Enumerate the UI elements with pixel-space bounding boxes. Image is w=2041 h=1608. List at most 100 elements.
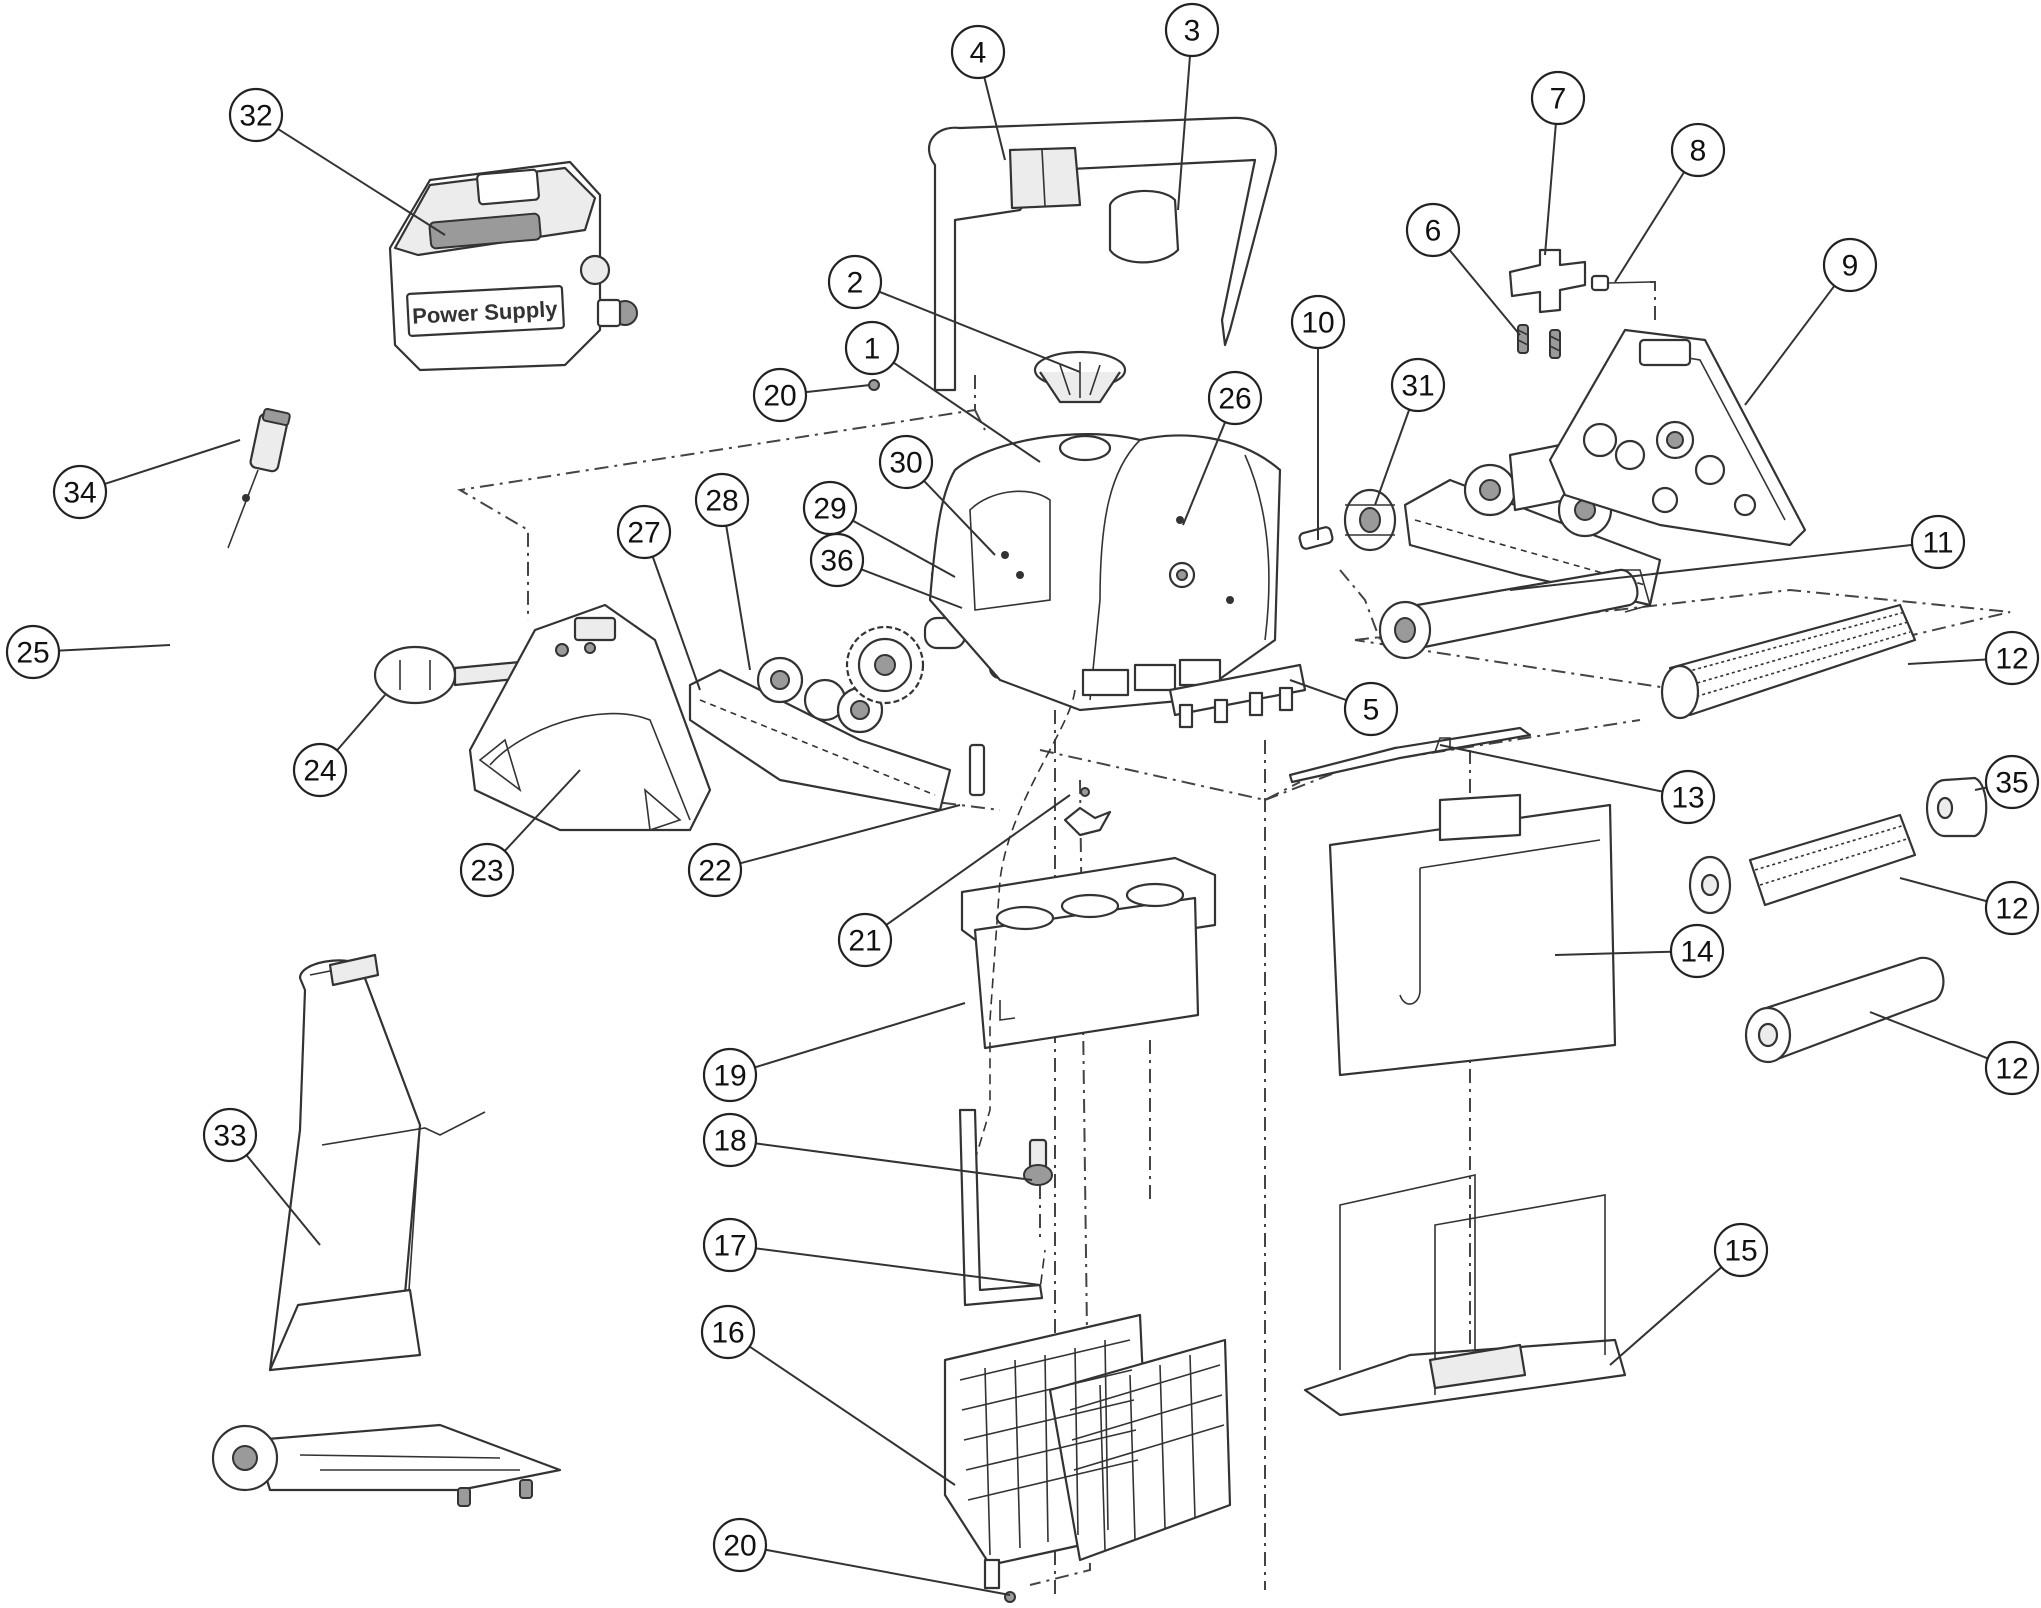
leader-line-c26 (1182, 421, 1227, 526)
leader-line-c25 (58, 644, 171, 652)
callout-c20b: 20 (712, 1517, 768, 1573)
callout-circle (52, 464, 108, 520)
callout-circle (5, 624, 61, 680)
leader-line-c5 (1289, 679, 1347, 702)
callout-circle (1390, 357, 1446, 413)
callout-circle (1910, 514, 1966, 570)
callout-number: 30 (889, 447, 922, 480)
callout-number: 12 (1995, 893, 2028, 926)
callout-circle (1530, 70, 1586, 126)
callout-number: 20 (763, 380, 796, 413)
callout-c20: 20 (752, 367, 808, 423)
callout-circle (1669, 923, 1725, 979)
callout-c23: 23 (459, 842, 515, 898)
leader-line-c12 (1907, 658, 1987, 665)
callout-number: 18 (713, 1125, 746, 1158)
latch-and-clip (968, 743, 1112, 837)
leader-line-c14 (1554, 950, 1672, 956)
callout-number: 16 (711, 1317, 744, 1350)
callout-number: 31 (1401, 370, 1434, 403)
callout-circle (1660, 769, 1716, 825)
callout-number: 3 (1184, 15, 1201, 48)
callout-circle (809, 532, 865, 588)
callout-number: 12 (1995, 643, 2028, 676)
callout-c2: 2 (827, 254, 883, 310)
callout-number: 11 (1922, 527, 1953, 560)
callout-number: 12 (1995, 1053, 2028, 1086)
callout-c14: 14 (1669, 923, 1725, 979)
swivel-connector-part (227, 407, 291, 549)
leader-line-c4 (983, 76, 1006, 161)
main-housing-body (928, 433, 1282, 712)
callout-number: 24 (303, 755, 336, 788)
callout-number: 1 (864, 333, 881, 366)
callout-number: 8 (1690, 135, 1707, 168)
callout-number: 19 (713, 1060, 746, 1093)
callout-circle (1290, 294, 1346, 350)
callout-number: 32 (239, 100, 272, 133)
callout-number: 10 (1301, 307, 1334, 340)
callout-number: 27 (627, 517, 660, 550)
filter-box (960, 856, 1217, 1050)
callout-c24: 24 (292, 742, 348, 798)
callout-circle (1207, 370, 1263, 426)
callout-circle (1164, 2, 1220, 58)
leader-line-c22 (739, 804, 961, 865)
callout-c17: 17 (702, 1217, 758, 1273)
leader-line-c2 (878, 290, 1081, 373)
callout-balloons: 1234567891011121212131415161718192020212… (5, 2, 2040, 1573)
callout-circle (702, 1047, 758, 1103)
cable-float-part (373, 645, 527, 705)
callout-c28: 28 (694, 472, 750, 528)
callout-circle (837, 912, 893, 968)
callout-c31: 31 (1390, 357, 1446, 413)
leader-line-c24 (336, 694, 386, 752)
leader-line-c1 (892, 361, 1041, 463)
leader-line-c3 (1177, 55, 1191, 211)
leader-line-c13 (1439, 744, 1663, 793)
leader-line-c11 (1509, 543, 1913, 591)
callout-number: 13 (1671, 782, 1704, 815)
leader-line-c29 (852, 519, 956, 578)
leader-line-c19 (754, 1002, 966, 1069)
impeller-cap (1033, 350, 1127, 404)
callout-circle (752, 367, 808, 423)
callout-number: 6 (1425, 215, 1442, 248)
leader-line-c7 (1544, 123, 1557, 256)
callout-c8: 8 (1670, 122, 1726, 178)
callout-c1: 1 (844, 320, 900, 376)
brush-roller-sponge (1744, 956, 1945, 1064)
callout-circle (702, 1112, 758, 1168)
callout-c18: 18 (702, 1112, 758, 1168)
callout-c15: 15 (1713, 1222, 1769, 1278)
filter-basket (943, 1313, 1232, 1590)
callout-circle (459, 842, 515, 898)
callout-c22: 22 (687, 842, 743, 898)
leader-line-c23 (503, 769, 581, 852)
callout-circle (1713, 1222, 1769, 1278)
callout-circle (950, 24, 1006, 80)
callout-c19: 19 (702, 1047, 758, 1103)
callout-number: 34 (63, 477, 96, 510)
carry-handle (928, 116, 1277, 392)
callout-number: 29 (813, 493, 846, 526)
callout-c12c: 12 (1984, 1040, 2040, 1096)
callout-circle (292, 742, 348, 798)
filter-bag (1328, 793, 1617, 1077)
callout-number: 26 (1218, 383, 1251, 416)
callout-c11: 11 (1910, 514, 1966, 570)
callout-circle (694, 472, 750, 528)
callout-number: 28 (705, 485, 738, 518)
leader-line-c9 (1744, 285, 1836, 406)
callout-c3: 3 (1164, 2, 1220, 58)
leader-line-c8 (1614, 171, 1686, 283)
brush-end-ring (1925, 776, 1988, 838)
callout-circle (687, 842, 743, 898)
callout-number: 14 (1680, 936, 1713, 969)
leader-line-c20b (765, 1548, 1011, 1596)
callout-number: 21 (848, 925, 881, 958)
leader-line-c21 (885, 794, 1071, 926)
callout-c21: 21 (837, 912, 893, 968)
leader-line-c20 (805, 384, 871, 394)
callout-number: 5 (1363, 694, 1380, 727)
